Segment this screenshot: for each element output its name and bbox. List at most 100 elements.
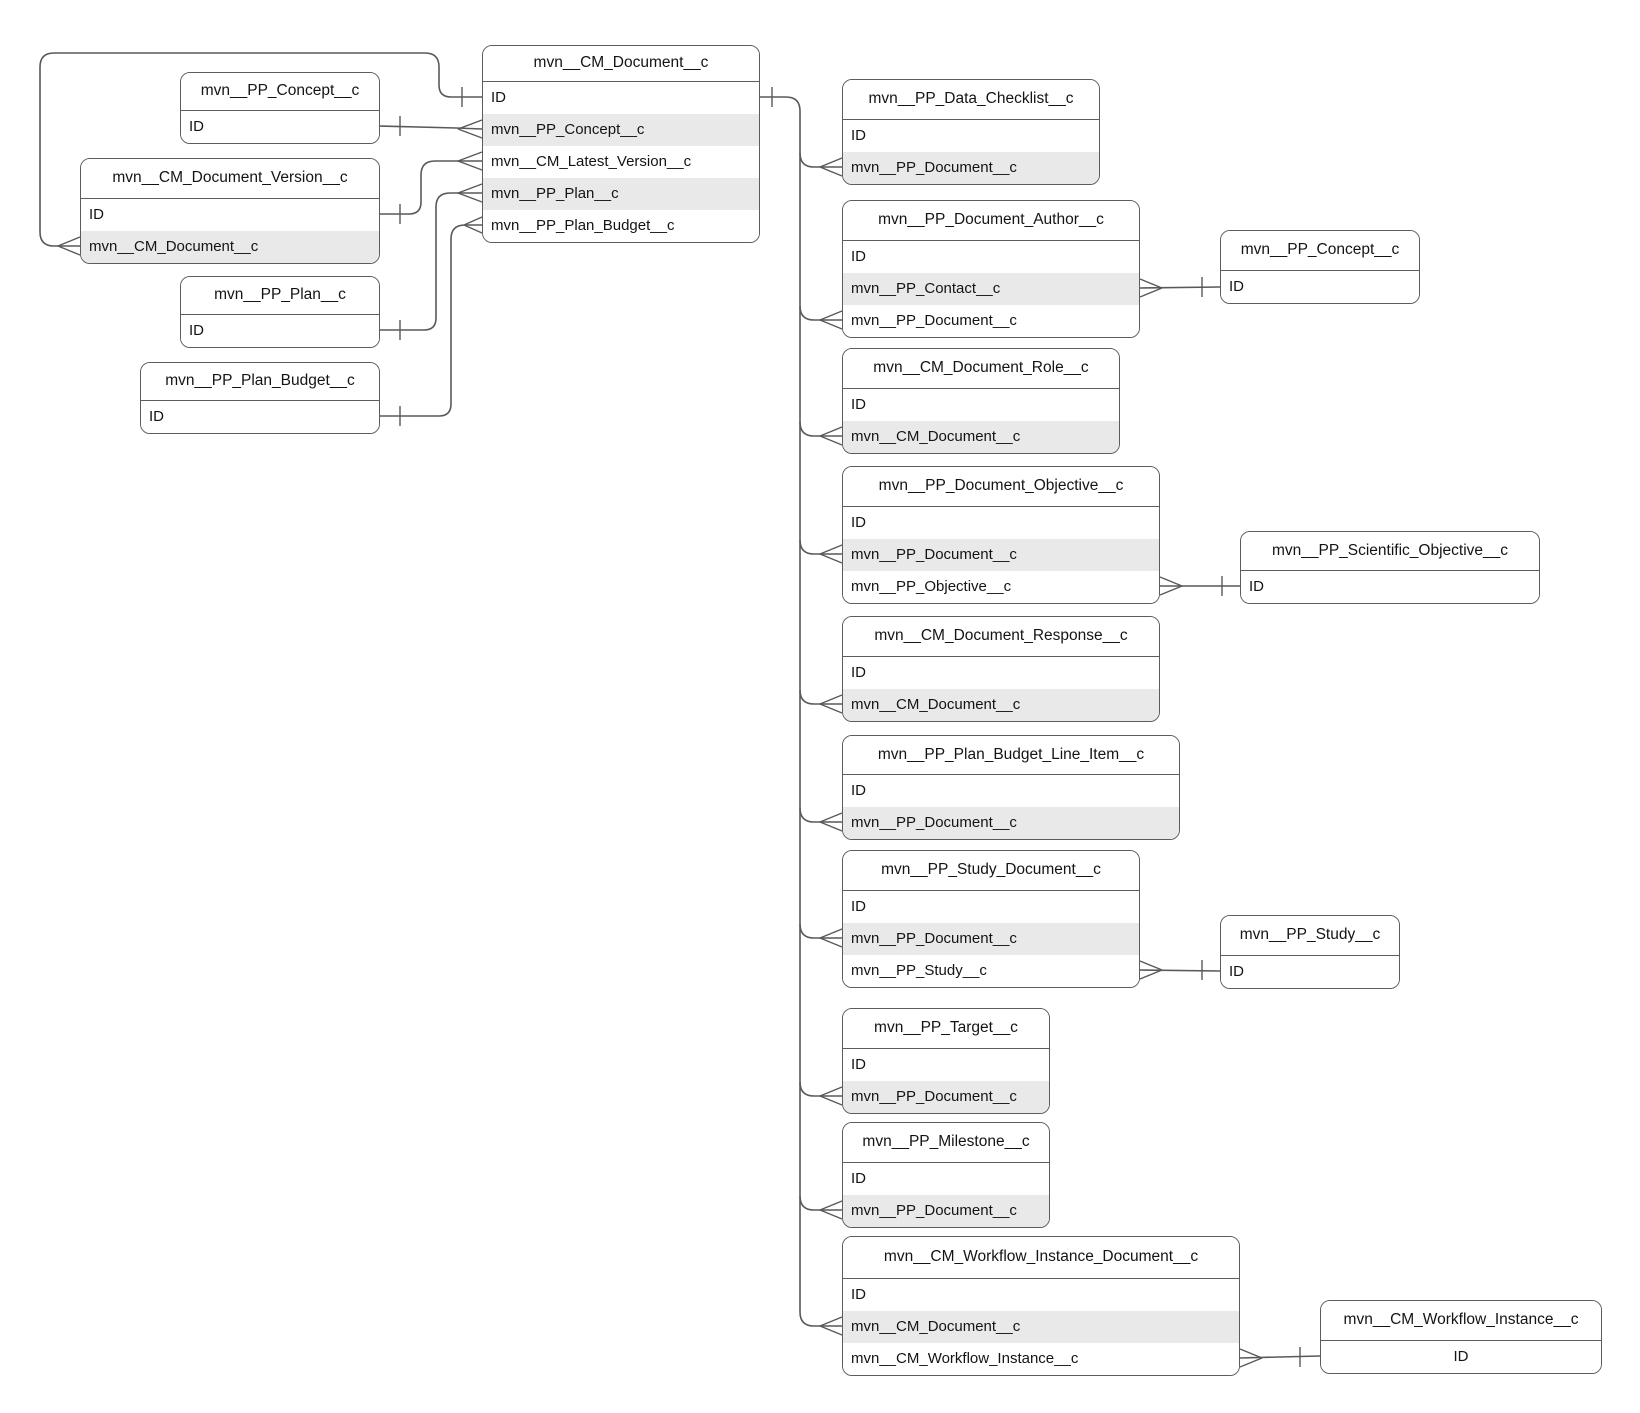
connector-path[interactable]: [380, 192, 482, 331]
entity-field-row-cm-document-0[interactable]: ID: [483, 81, 759, 114]
entity-field-row-workflow-instance-document-2[interactable]: mvn__CM_Workflow_Instance__c: [843, 1342, 1239, 1375]
entity-field-row-study-document-1[interactable]: mvn__PP_Document__c: [843, 922, 1139, 955]
entity-field-row-concept-left-0[interactable]: ID: [181, 110, 379, 143]
entity-field-row-study-0[interactable]: ID: [1221, 955, 1399, 988]
entity-field-row-plan-budget-0[interactable]: ID: [141, 400, 379, 433]
entity-field-row-plan-budget-line-item-0[interactable]: ID: [843, 774, 1179, 807]
relationship-plan-budget-to-doc[interactable]: [380, 216, 483, 426]
connector-path[interactable]: [1139, 969, 1221, 972]
connector-path[interactable]: [799, 1081, 842, 1097]
connector-path[interactable]: [1239, 1355, 1321, 1359]
entity-field-row-workflow-instance-0[interactable]: ID: [1321, 1340, 1601, 1373]
relationship-author-to-concept[interactable]: [1139, 277, 1221, 298]
relationship-doc-to-budget-line[interactable]: [799, 807, 843, 832]
entity-field-row-concept-right-0[interactable]: ID: [1221, 270, 1419, 303]
entity-field-row-document-response-0[interactable]: ID: [843, 656, 1159, 689]
relationship-wid-to-instance[interactable]: [1239, 1347, 1321, 1368]
relationship-objective-to-scientific[interactable]: [1159, 576, 1240, 596]
entity-field-row-cm-document-4[interactable]: mvn__PP_Plan_Budget__c: [483, 209, 759, 242]
entity-field-row-target-1[interactable]: mvn__PP_Document__c: [843, 1080, 1049, 1113]
crow-foot-marker: [819, 319, 843, 330]
entity-field-row-document-role-0[interactable]: ID: [843, 388, 1119, 421]
connector-path[interactable]: [799, 152, 842, 168]
connector-path[interactable]: [799, 421, 842, 437]
entity-field-row-document-role-1[interactable]: mvn__CM_Document__c: [843, 420, 1119, 453]
relationship-version-to-latest[interactable]: [380, 151, 483, 224]
entity-field-row-plan-budget-line-item-1[interactable]: mvn__PP_Document__c: [843, 806, 1179, 839]
connector-path[interactable]: [380, 160, 482, 215]
entity-field-row-document-author-2[interactable]: mvn__PP_Document__c: [843, 304, 1139, 337]
relationship-doc-to-author[interactable]: [799, 305, 843, 330]
entity-field-row-document-author-1[interactable]: mvn__PP_Contact__c: [843, 272, 1139, 305]
entity-field-row-document-response-1[interactable]: mvn__CM_Document__c: [843, 688, 1159, 721]
connector-path[interactable]: [1139, 286, 1221, 289]
relationship-doc-to-wid[interactable]: [760, 87, 843, 1336]
entity-field-row-data-checklist-1[interactable]: mvn__PP_Document__c: [843, 151, 1099, 184]
relationship-doc-to-response[interactable]: [799, 689, 843, 714]
connector-path[interactable]: [760, 96, 842, 1327]
entity-field-row-workflow-instance-document-1[interactable]: mvn__CM_Document__c: [843, 1310, 1239, 1343]
entity-field-row-document-objective-2[interactable]: mvn__PP_Objective__c: [843, 570, 1159, 603]
entity-field-row-scientific-objective-0[interactable]: ID: [1241, 570, 1539, 603]
entity-field-row-milestone-0[interactable]: ID: [843, 1162, 1049, 1195]
relationship-study-doc-to-study[interactable]: [1139, 960, 1221, 980]
entity-field-row-document-objective-1[interactable]: mvn__PP_Document__c: [843, 538, 1159, 571]
entity-title-concept-left: mvn__PP_Concept__c: [181, 73, 379, 111]
relationship-concept-to-doc[interactable]: [379, 116, 483, 139]
entity-field-row-cm-document-1[interactable]: mvn__PP_Concept__c: [483, 113, 759, 146]
relationship-doc-to-milestone[interactable]: [799, 1195, 843, 1220]
connector-path[interactable]: [799, 807, 842, 823]
relationship-doc-to-version[interactable]: [39, 52, 482, 256]
connector-path[interactable]: [379, 125, 483, 130]
entity-title-scientific-objective: mvn__PP_Scientific_Objective__c: [1241, 532, 1539, 571]
connector-path[interactable]: [799, 539, 842, 555]
entity-field-row-study-document-2[interactable]: mvn__PP_Study__c: [843, 954, 1139, 987]
entity-field-row-milestone-1[interactable]: mvn__PP_Document__c: [843, 1194, 1049, 1227]
entity-field-row-document-author-0[interactable]: ID: [843, 240, 1139, 273]
crow-foot-marker: [819, 821, 843, 832]
relationship-doc-to-data-checklist[interactable]: [799, 152, 843, 177]
entity-field-row-cm-document-3[interactable]: mvn__PP_Plan__c: [483, 177, 759, 210]
connector-path[interactable]: [799, 305, 842, 321]
entity-field-row-workflow-instance-document-0[interactable]: ID: [843, 1278, 1239, 1311]
connector-path[interactable]: [799, 1195, 842, 1211]
relationship-doc-to-study-document[interactable]: [799, 923, 843, 948]
entity-field-row-plan-0[interactable]: ID: [181, 314, 379, 347]
entity-field-row-cm-document-2[interactable]: mvn__CM_Latest_Version__c: [483, 145, 759, 178]
entity-field-row-study-document-0[interactable]: ID: [843, 890, 1139, 923]
connector-path[interactable]: [799, 923, 842, 939]
relationship-doc-to-target[interactable]: [799, 1081, 843, 1106]
connector-path[interactable]: [380, 224, 482, 417]
connector-path[interactable]: [799, 689, 842, 705]
connector-path[interactable]: [39, 52, 482, 247]
relationship-doc-to-role[interactable]: [799, 421, 843, 446]
entity-field-row-document-version-0[interactable]: ID: [81, 198, 379, 231]
entity-field-row-target-0[interactable]: ID: [843, 1048, 1049, 1081]
relationship-doc-to-objective[interactable]: [799, 539, 843, 564]
entity-field-row-document-version-1[interactable]: mvn__CM_Document__c: [81, 230, 379, 263]
relationship-plan-to-doc[interactable]: [380, 183, 483, 340]
entity-field-row-data-checklist-0[interactable]: ID: [843, 119, 1099, 152]
entity-field-row-document-objective-0[interactable]: ID: [843, 506, 1159, 539]
crow-foot-marker: [819, 157, 843, 168]
